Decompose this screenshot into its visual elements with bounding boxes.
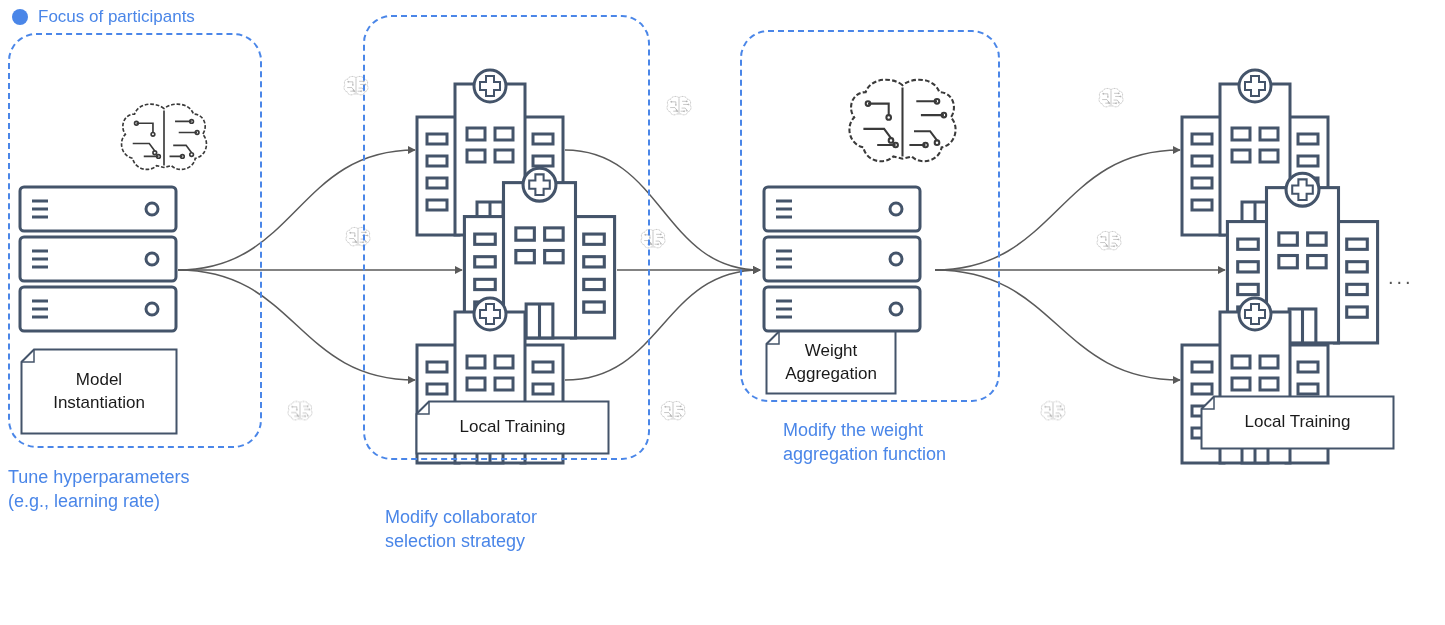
region-caption: Tune hyperparameters (e.g., learning rat… <box>8 465 208 514</box>
flow-line <box>565 150 760 270</box>
step-card: Model Instantiation <box>20 348 178 435</box>
card-fold <box>22 350 35 363</box>
flow-line <box>617 269 760 271</box>
continuation-mark: ... <box>1388 266 1414 289</box>
step-label: Local Training <box>1245 411 1351 434</box>
legend-text: Focus of participants <box>38 7 195 27</box>
card-fold <box>767 332 780 345</box>
flow-line <box>178 269 462 271</box>
step-label: Local Training <box>460 416 566 439</box>
step-label: Model Instantiation <box>42 369 157 415</box>
card-fold <box>417 402 430 415</box>
legend: Focus of participants <box>12 7 195 27</box>
flow-line <box>935 269 1225 271</box>
region-caption: Modify the weight aggregation function <box>783 418 983 467</box>
step-card: Local Training <box>1200 395 1395 450</box>
card-shape <box>22 350 177 434</box>
card-outline <box>20 348 178 435</box>
focus-region: Modify collaborator selection strategyLo… <box>363 15 650 460</box>
card-shape <box>767 332 896 394</box>
card-fold <box>1202 397 1215 410</box>
focus-region: Modify the weight aggregation functionWe… <box>740 30 1000 402</box>
stage-group: Model Instantiation <box>18 185 178 435</box>
stage-group: Local Training <box>1180 62 1395 455</box>
legend-swatch <box>12 9 28 25</box>
flow-connector <box>935 150 1225 380</box>
legend-row: Focus of participants <box>12 7 195 27</box>
flow-line <box>178 150 415 270</box>
step-card: Local Training <box>415 400 610 455</box>
card-outline <box>765 330 897 395</box>
stage-group: Weight Aggregation <box>760 185 935 398</box>
step-card: Weight Aggregation <box>765 330 897 395</box>
step-label: Weight Aggregation <box>775 340 887 386</box>
flow-line <box>178 270 415 380</box>
flow-connector <box>178 150 462 380</box>
flow-line <box>565 270 760 380</box>
card-shape <box>1202 397 1394 449</box>
flow-connector <box>565 150 760 380</box>
stage-group: Local Training <box>415 62 617 455</box>
focus-region: Tune hyperparameters (e.g., learning rat… <box>8 33 262 448</box>
flow-line <box>935 150 1180 270</box>
card-shape <box>417 402 609 454</box>
flow-line <box>935 270 1180 380</box>
region-caption: Modify collaborator selection strategy <box>385 505 585 554</box>
